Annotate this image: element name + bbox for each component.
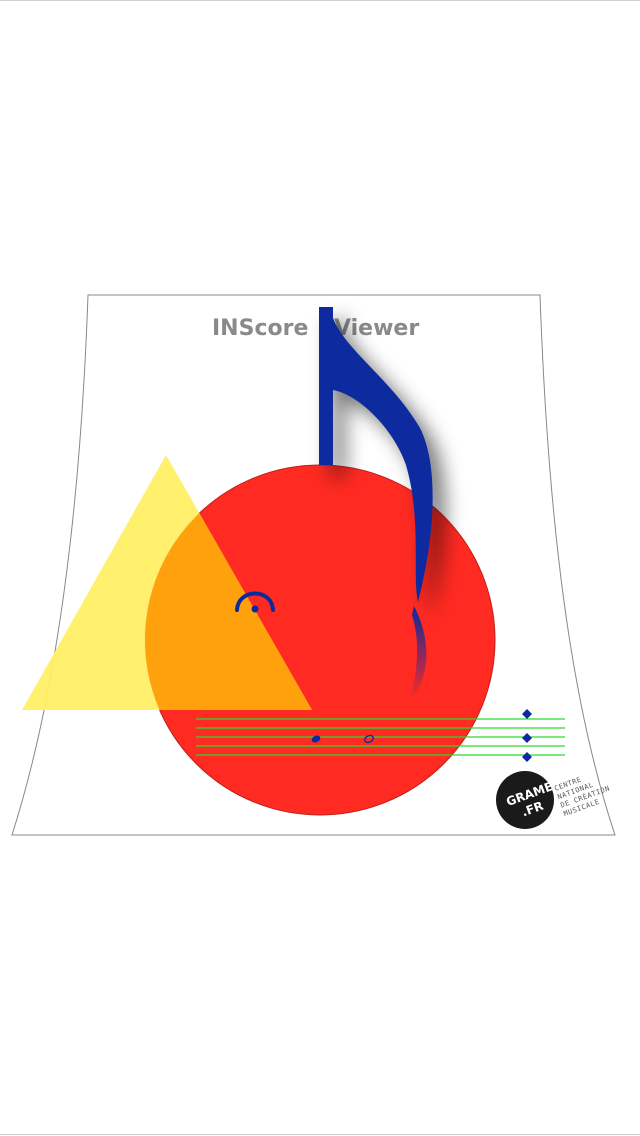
bottom-divider: [0, 1134, 640, 1135]
staff-notes[interactable]: [311, 709, 532, 762]
note-tail-reflection: [410, 606, 427, 700]
top-divider: [0, 0, 640, 1]
quarter-note-head: [311, 735, 321, 743]
fermata-icon[interactable]: [235, 591, 275, 613]
overlap-region: [145, 465, 312, 710]
title-viewer: Viewer: [334, 316, 419, 341]
diamond-marker: [522, 733, 532, 743]
eighth-note-icon[interactable]: [319, 307, 433, 602]
diamond-marker: [522, 709, 532, 719]
diamond-marker: [522, 752, 532, 762]
half-note-head: [364, 734, 374, 744]
staff[interactable]: [196, 718, 565, 756]
title-inscore: INScore: [212, 316, 308, 341]
